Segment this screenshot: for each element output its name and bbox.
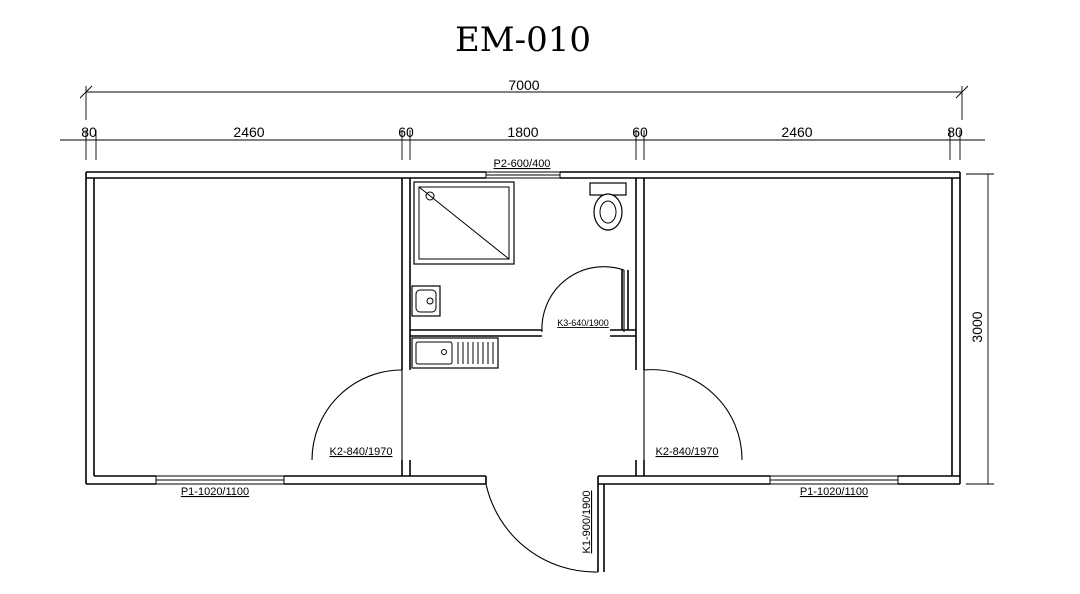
door-wc-label: K3-640/1900 [557,318,609,328]
overall-depth-dimension: 3000 [966,173,994,485]
overall-depth-label: 3000 [969,311,985,342]
dim-segment-1: 80 [81,124,97,140]
door-swing-left-room [311,369,403,461]
plan-title: EM-010 [455,20,591,60]
door-swing-wc [541,266,625,333]
segment-dimensions: 80 2460 60 1800 60 2460 80 [60,124,985,160]
dim-segment-3: 60 [398,124,414,140]
overall-width-label: 7000 [508,77,539,93]
exterior-walls [85,171,961,572]
door-swing-entrance [485,483,599,573]
window-top-label: P2-600/400 [494,158,551,170]
door-right-room-label: K2-840/1970 [656,446,719,458]
wash-basin [411,285,441,317]
door-entrance-label: K1-900/1900 [581,491,593,554]
dim-segment-5: 60 [632,124,648,140]
toilet [589,182,627,231]
kitchen-sink [411,337,499,369]
dim-segment-4: 1800 [507,124,538,140]
window-left-label: P1-1020/1100 [181,486,249,498]
shower-tray [413,181,515,265]
dim-segment-6: 2460 [781,124,812,140]
door-swing-right-room [643,369,743,461]
window-right-label: P1-1020/1100 [800,486,868,498]
door-left-room-label: K2-840/1970 [330,446,393,458]
dim-segment-7: 80 [947,124,963,140]
interior-walls [401,178,645,476]
overall-width-dimension: 7000 [79,77,969,120]
dim-segment-2: 2460 [233,124,264,140]
